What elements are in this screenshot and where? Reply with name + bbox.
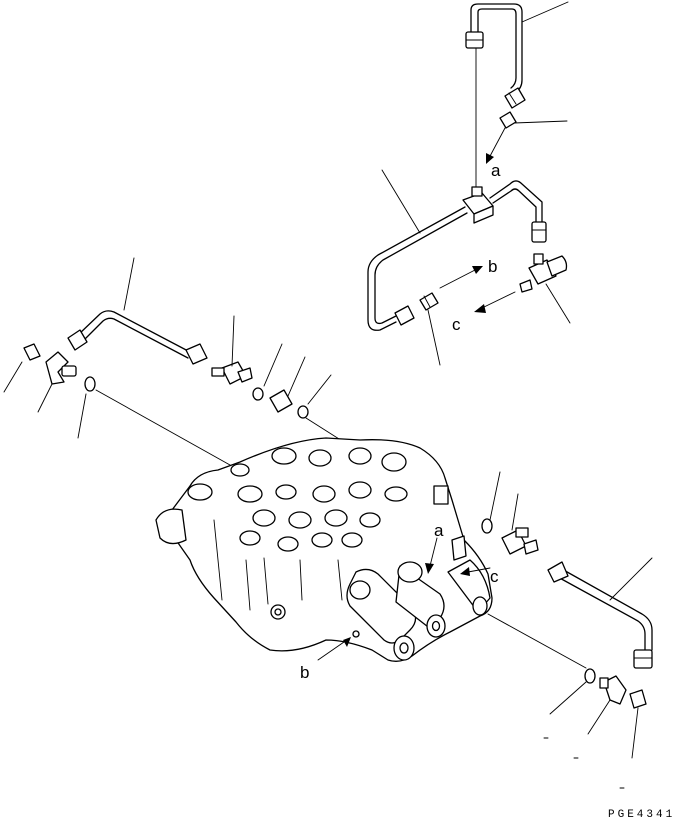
union-fitting — [499, 111, 517, 129]
tee-top-port — [471, 186, 483, 197]
left-tube — [77, 310, 191, 353]
arrow-a-lower — [425, 563, 434, 574]
valve-left-port — [155, 508, 187, 545]
label-c-lower: c — [490, 567, 499, 586]
lower-tube-nut-bottom — [633, 649, 653, 669]
o-ring-right — [481, 518, 493, 534]
upper-tube-assembly — [367, 1, 571, 366]
arrow-c-upper — [474, 304, 486, 313]
valve-port-a2 — [271, 447, 297, 465]
lower-right-tube — [559, 567, 653, 651]
arrow-a-upper — [486, 153, 494, 164]
valve-port-a1 — [230, 463, 250, 477]
adapter-middle — [269, 389, 293, 413]
lower-right-assembly — [481, 471, 653, 789]
arrow-c-lower — [460, 567, 470, 576]
right-branch-tube — [489, 180, 543, 223]
valve-port-a4 — [348, 447, 372, 465]
o-ring-left — [84, 376, 96, 392]
page-code: PGE4341 — [608, 809, 675, 821]
label-a-lower: a — [434, 521, 444, 540]
label-a-upper: a — [491, 161, 501, 180]
plug-bottom — [629, 689, 647, 709]
left-branch-tube — [367, 206, 466, 331]
label-c-upper: c — [452, 315, 461, 334]
left-tube-nut-right — [185, 343, 208, 365]
label-b-lower: b — [300, 663, 309, 682]
valve-port-fitting — [451, 535, 467, 561]
plug-left — [23, 343, 41, 361]
valve-port-a5 — [381, 452, 407, 472]
o-ring-bottom — [584, 668, 596, 684]
upper-tube-outer — [470, 3, 523, 93]
arrow-b-upper — [472, 266, 483, 274]
tube-nut-left — [394, 305, 415, 326]
adapter-fitting-b — [419, 292, 439, 311]
elbow-fitting-bottom — [603, 675, 627, 705]
o-ring-middle-1 — [252, 387, 264, 401]
lower-tube-nut-left — [547, 561, 569, 583]
control-valve-body — [155, 437, 493, 662]
upper-tube-inner — [477, 8, 517, 89]
label-b-upper: b — [488, 257, 497, 276]
left-tube-nut-left — [67, 329, 88, 351]
elbow-nut — [504, 87, 526, 109]
valve-top-fitting — [433, 485, 449, 505]
o-ring-middle-2 — [297, 405, 309, 419]
tube-nut-right — [531, 221, 547, 243]
valve-port-a3 — [308, 449, 332, 467]
left-tube-assembly — [3, 257, 433, 499]
arrow-b-lower — [343, 637, 351, 647]
